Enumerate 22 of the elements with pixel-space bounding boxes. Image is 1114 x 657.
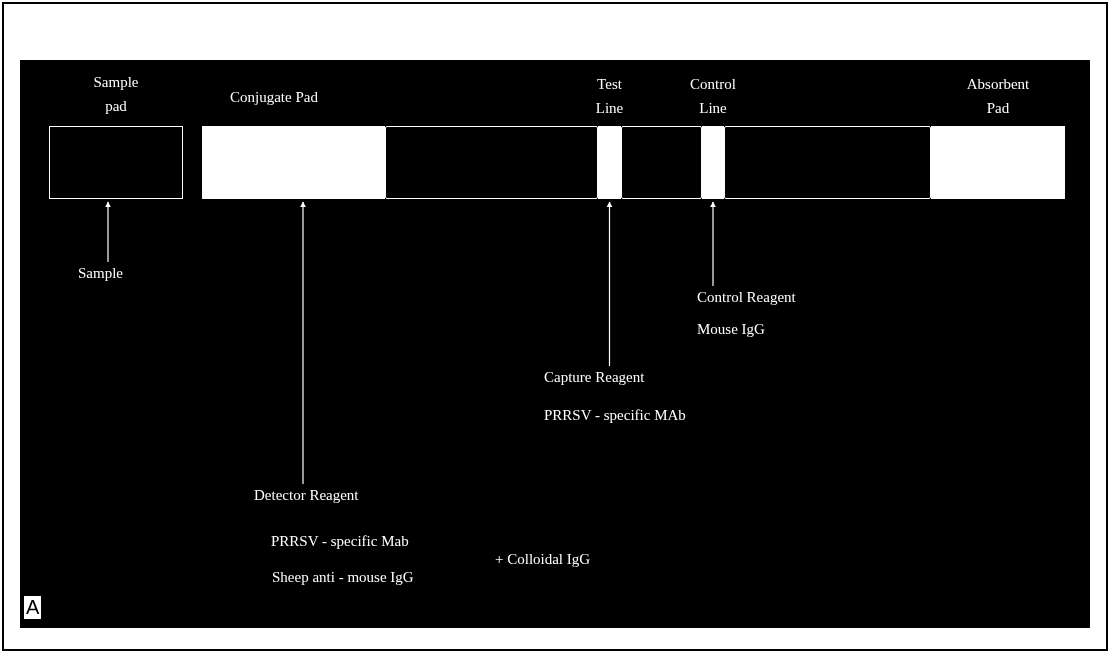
reagent-label: Sample: [78, 264, 123, 282]
reagent-note: + Colloidal IgG: [495, 550, 591, 568]
panel-letter: A: [24, 596, 42, 619]
part-label: Test Line: [594, 75, 625, 118]
part-label: Absorbent Pad: [965, 75, 1031, 118]
arrow: [606, 201, 613, 367]
reagent-label: Capture Reagent: [544, 368, 645, 386]
part-label: Control Line: [689, 75, 737, 118]
arrow: [710, 201, 716, 287]
part-label: Conjugate Pad: [230, 88, 318, 106]
membrane-segment: [385, 126, 598, 199]
reagent-note: Sheep anti - mouse IgG: [272, 568, 414, 586]
membrane-segment: [724, 126, 931, 199]
reagent-note: Mouse IgG: [697, 320, 765, 338]
reagent-label: Detector Reagent: [254, 486, 359, 504]
membrane-segment: [621, 126, 702, 199]
arrow: [300, 201, 306, 485]
reagent-label: Control Reagent: [697, 288, 796, 306]
reagent-note: PRRSV - specific MAb: [544, 406, 686, 424]
arrow: [105, 201, 111, 263]
part-label: Sample pad: [92, 73, 140, 116]
reagent-note: PRRSV - specific Mab: [271, 532, 409, 550]
